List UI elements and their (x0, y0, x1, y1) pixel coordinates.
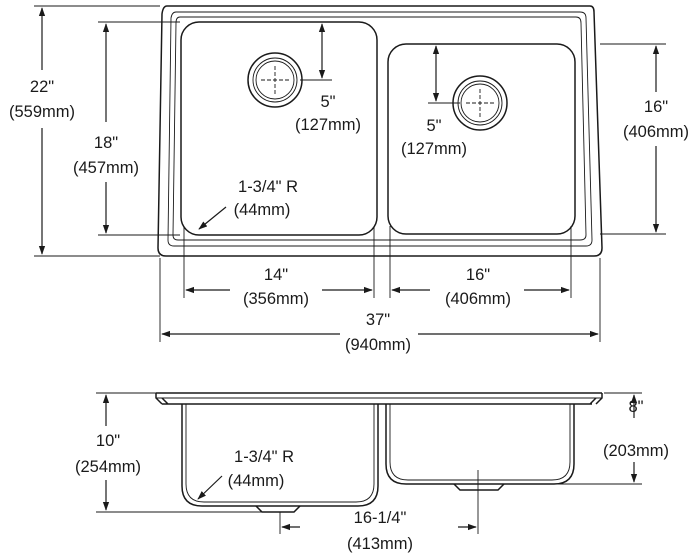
left-bowl-outline (180, 21, 378, 236)
left-bowl-depth-mm: (457mm) (73, 159, 139, 177)
right-drain-offset-in: 5" (426, 117, 441, 135)
side-left-bowl (181, 404, 379, 507)
right-bowl-width-dimension: 16" (406mm) (389, 226, 572, 308)
left-bowl-depth-dimension: 18" (457mm) (73, 21, 180, 236)
side-left-height-in: 10" (96, 432, 120, 450)
side-right-bowl (385, 404, 575, 485)
left-bowl-width-in: 14" (264, 266, 288, 284)
drain-spacing-dimension: 16-1/4" (413mm) (279, 470, 479, 553)
right-drain-offset-mm: (127mm) (401, 140, 467, 158)
side-right-height-in: 8" (628, 398, 643, 416)
side-left-drain (255, 505, 301, 513)
side-right-height-dimension: 8" (203mm) (504, 392, 669, 485)
left-drain-icon (247, 52, 303, 108)
left-drain-offset-in: 5" (320, 93, 335, 111)
side-corner-radius-callout: 1-3/4" R (44mm) (197, 448, 294, 500)
right-drain-icon (452, 75, 508, 131)
drain-spacing-in: 16-1/4" (354, 509, 407, 527)
sink-rim-inner-edge (167, 11, 593, 247)
overall-width-mm: (940mm) (345, 336, 411, 354)
sink-outer-rim (157, 5, 603, 257)
sink-rim-inner-edge-2 (172, 16, 587, 241)
side-view: 10" (254mm) 8" (203mm) 1-3/4" R (44mm) 1… (75, 392, 669, 553)
right-drain-offset-dimension: 5" (127mm) (401, 45, 467, 158)
side-left-height-dimension: 10" (254mm) (75, 392, 262, 513)
top-corner-radius-in: 1-3/4" R (238, 178, 298, 196)
right-bowl-depth-dimension: 16" (406mm) (600, 43, 689, 235)
right-bowl-width-in: 16" (466, 266, 490, 284)
side-right-drain (453, 483, 505, 491)
overall-width-dimension: 37" (940mm) (159, 258, 601, 354)
left-drain-offset-dimension: 5" (127mm) (295, 23, 361, 134)
left-bowl-width-dimension: 14" (356mm) (183, 226, 375, 308)
side-left-height-mm: (254mm) (75, 458, 141, 476)
top-corner-radius-mm: (44mm) (234, 201, 291, 219)
right-bowl-width-mm: (406mm) (445, 290, 511, 308)
left-drain-offset-mm: (127mm) (295, 116, 361, 134)
top-view: 22" (559mm) 18" (457mm) 16" (406mm) 5" ( (9, 5, 689, 354)
side-corner-radius-in: 1-3/4" R (234, 448, 294, 466)
side-rim (155, 392, 603, 405)
side-right-height-mm: (203mm) (603, 442, 669, 460)
left-bowl-depth-in: 18" (94, 134, 118, 152)
right-bowl-depth-mm: (406mm) (623, 123, 689, 141)
drain-spacing-mm: (413mm) (347, 535, 413, 553)
right-bowl-outline (387, 43, 576, 235)
overall-depth-in: 22" (30, 78, 54, 96)
left-bowl-width-mm: (356mm) (243, 290, 309, 308)
overall-depth-dimension: 22" (559mm) (9, 5, 160, 257)
overall-width-in: 37" (366, 311, 390, 329)
side-corner-radius-mm: (44mm) (228, 472, 285, 490)
overall-depth-mm: (559mm) (9, 103, 75, 121)
top-corner-radius-callout: 1-3/4" R (44mm) (198, 178, 298, 230)
right-bowl-depth-in: 16" (644, 98, 668, 116)
